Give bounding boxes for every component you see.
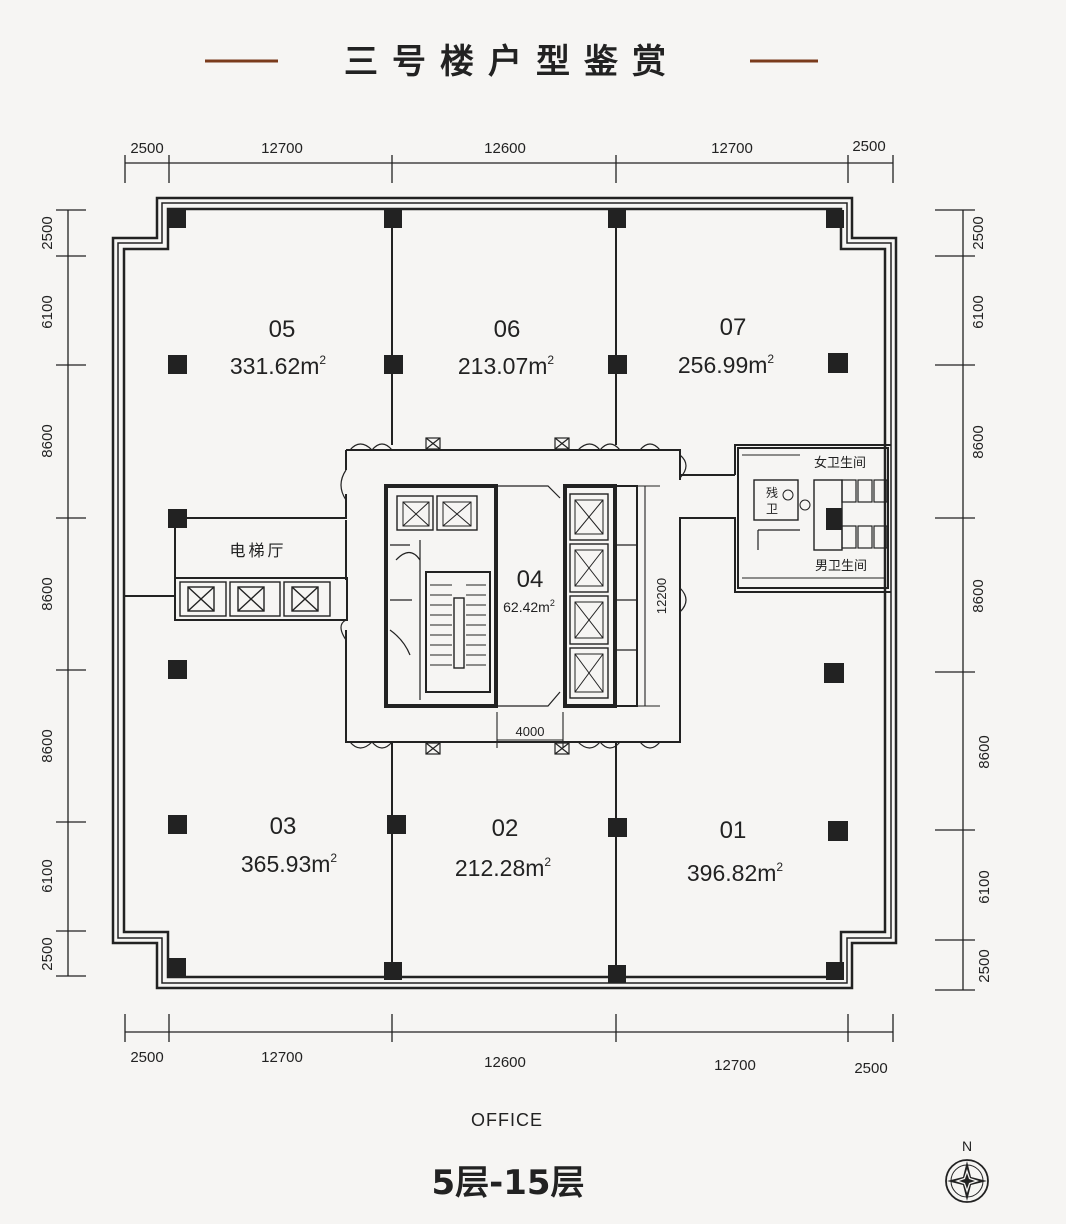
unit-07-area: 256.99m2 — [678, 352, 775, 378]
dim-bottom-3: 12600 — [484, 1054, 526, 1071]
floor-range-label: 5层-15层 — [431, 1163, 584, 1203]
unit-03-number: 03 — [270, 813, 297, 840]
dim-right-4: 8600 — [970, 579, 987, 612]
dim-top-1: 2500 — [130, 140, 163, 157]
structural-columns — [168, 210, 848, 983]
core-height-dim: 12200 — [654, 578, 669, 614]
dim-right-2: 6100 — [970, 295, 987, 328]
dimension-right — [935, 209, 975, 991]
unit-01-number: 01 — [720, 817, 747, 844]
dim-bottom-2: 12700 — [261, 1049, 303, 1066]
page-title: 三号楼户型鉴赏 — [344, 42, 680, 82]
unit-06-number: 06 — [494, 316, 521, 343]
dimension-top — [124, 155, 894, 183]
dim-bottom-1: 2500 — [130, 1049, 163, 1066]
core-dimension-lines — [496, 485, 660, 748]
unit-05-area: 331.62m2 — [230, 353, 327, 379]
unit-01-area: 396.82m2 — [687, 860, 784, 886]
unit-labels: 05 331.62m2 06 213.07m2 07 256.99m2 04 6… — [230, 314, 784, 886]
womens-restroom-label: 女卫生间 — [814, 455, 866, 471]
accessible-restroom-label-2: 卫 — [766, 502, 778, 516]
elevator-hall-label: 电梯厅 — [229, 541, 286, 560]
dim-left-5: 8600 — [39, 729, 56, 762]
dim-top-3: 12600 — [484, 140, 526, 157]
title-group: 三号楼户型鉴赏 — [205, 42, 818, 82]
unit-04-number: 04 — [517, 566, 544, 593]
dim-top-5: 2500 — [852, 138, 885, 155]
dim-left-7: 2500 — [39, 937, 56, 970]
usage-label: OFFICE — [471, 1110, 543, 1130]
dim-right-6: 6100 — [976, 870, 993, 903]
dim-left-3: 8600 — [39, 424, 56, 457]
door-swings — [340, 443, 687, 749]
dim-bottom-5: 2500 — [854, 1060, 887, 1077]
dim-left-1: 2500 — [39, 216, 56, 249]
unit-02-area: 212.28m2 — [455, 855, 552, 881]
dim-left-4: 8600 — [39, 577, 56, 610]
core-left-block — [384, 484, 498, 708]
unit-05-number: 05 — [269, 316, 296, 343]
core-right-block — [498, 484, 638, 708]
dimension-bottom — [124, 1014, 894, 1042]
dim-right-1: 2500 — [970, 216, 987, 249]
north-arrow-icon — [945, 1159, 989, 1203]
unit-06-area: 213.07m2 — [458, 353, 555, 379]
dim-right-5: 8600 — [976, 735, 993, 768]
shaft-markers — [425, 437, 570, 755]
unit-03-area: 365.93m2 — [241, 851, 338, 877]
dim-left-6: 6100 — [39, 859, 56, 892]
dim-right-3: 8600 — [970, 425, 987, 458]
north-label: N — [962, 1138, 972, 1154]
dimension-left — [56, 209, 86, 977]
dim-right-7: 2500 — [976, 949, 993, 982]
unit-02-number: 02 — [492, 815, 519, 842]
restroom-block — [737, 447, 889, 589]
elevator-hall-cars — [179, 581, 331, 617]
unit-04-area: 62.42m2 — [503, 598, 555, 615]
unit-07-number: 07 — [720, 314, 747, 341]
mens-restroom-label: 男卫生间 — [815, 559, 867, 574]
dim-top-4: 12700 — [711, 140, 753, 157]
partition-walls — [124, 218, 891, 970]
dim-bottom-4: 12700 — [714, 1057, 756, 1074]
dim-left-2: 6100 — [39, 295, 56, 328]
core-width-dim: 4000 — [516, 724, 545, 739]
accessible-restroom-label-1: 残 — [766, 486, 778, 500]
dim-top-2: 12700 — [261, 140, 303, 157]
